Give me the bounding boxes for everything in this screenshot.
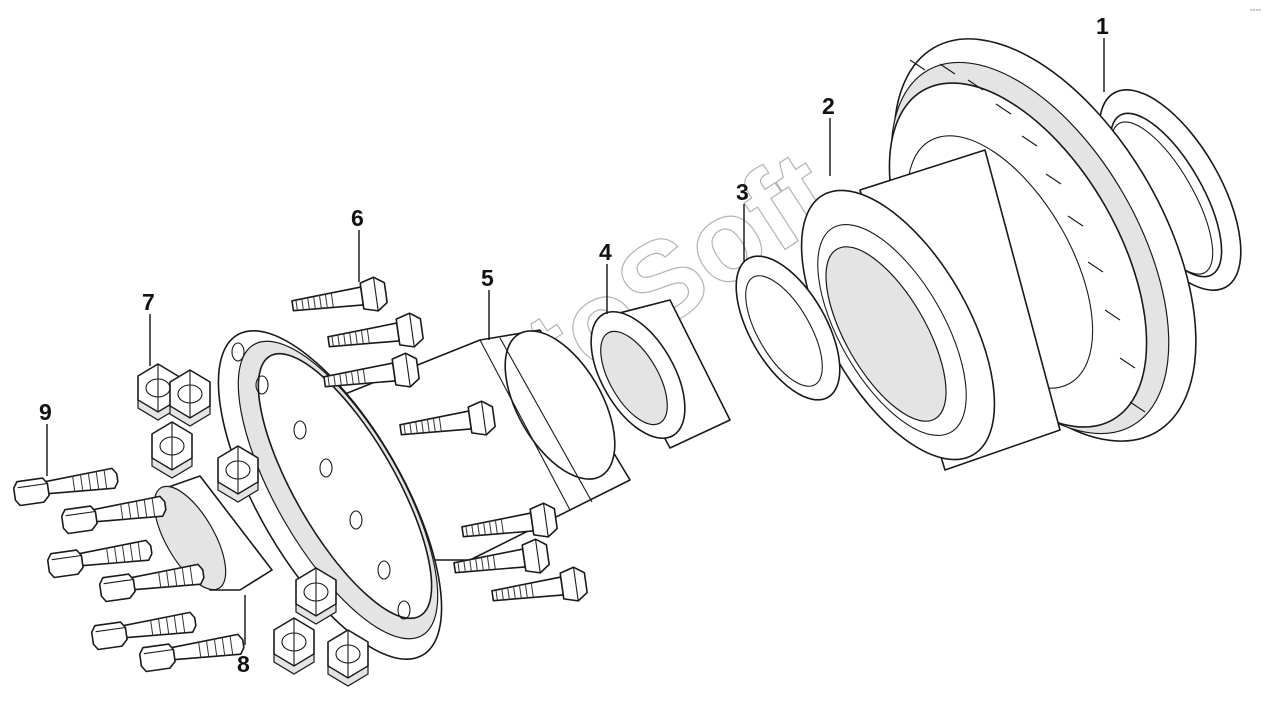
callout-8: 8 [237,651,250,677]
callout-9: 9 [39,399,52,425]
callout-3: 3 [736,179,749,205]
callouts: 1 2 3 4 5 6 7 9 8 [39,13,1109,677]
callout-5: 5 [481,265,494,291]
part-2-brake-disc [800,38,1197,471]
corner-mark: °°°° [1250,8,1261,16]
part-4-bearing [590,299,731,449]
callout-7: 7 [142,289,155,315]
callout-6: 6 [351,205,364,231]
callout-1: 1 [1096,13,1109,39]
callout-4: 4 [599,239,612,265]
part-5-hub [217,329,631,661]
leader-lines [46,38,1105,645]
callout-2: 2 [822,93,835,119]
part-3-washer [735,255,841,401]
